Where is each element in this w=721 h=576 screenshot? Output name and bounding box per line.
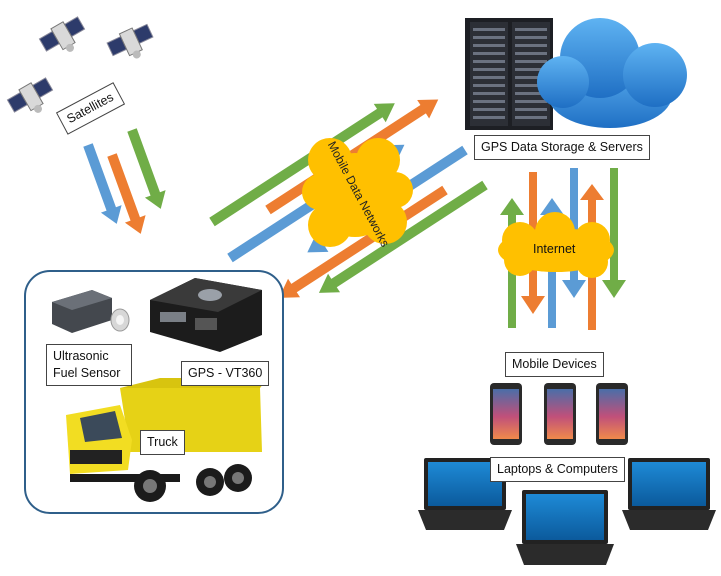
mobile-network-cloud — [302, 138, 413, 247]
gps-storage-label: GPS Data Storage & Servers — [474, 135, 650, 160]
satellite-icon — [6, 77, 54, 113]
smartphone-icon — [544, 383, 576, 445]
mobile-devices-label: Mobile Devices — [505, 352, 604, 377]
gps-tracker-icon — [150, 278, 262, 352]
gps-device-label: GPS - VT360 — [181, 361, 270, 386]
smartphone-icon — [490, 383, 522, 445]
cloud-icon — [537, 18, 687, 128]
laptop-icon — [516, 490, 614, 565]
laptops-label: Laptops & Computers — [490, 457, 625, 482]
laptop-icon — [622, 458, 716, 530]
laptop-icon — [418, 458, 512, 530]
fuel-sensor-icon — [52, 290, 130, 333]
internet-cloud — [498, 212, 614, 278]
satellite-icon — [38, 16, 86, 52]
satellite-icon — [106, 23, 154, 59]
satellite-arrows — [83, 128, 166, 234]
fuel-sensor-label: Ultrasonic Fuel Sensor — [46, 344, 132, 386]
internet-label: Internet — [533, 242, 576, 256]
smartphone-icon — [596, 383, 628, 445]
truck-label: Truck — [140, 430, 185, 455]
